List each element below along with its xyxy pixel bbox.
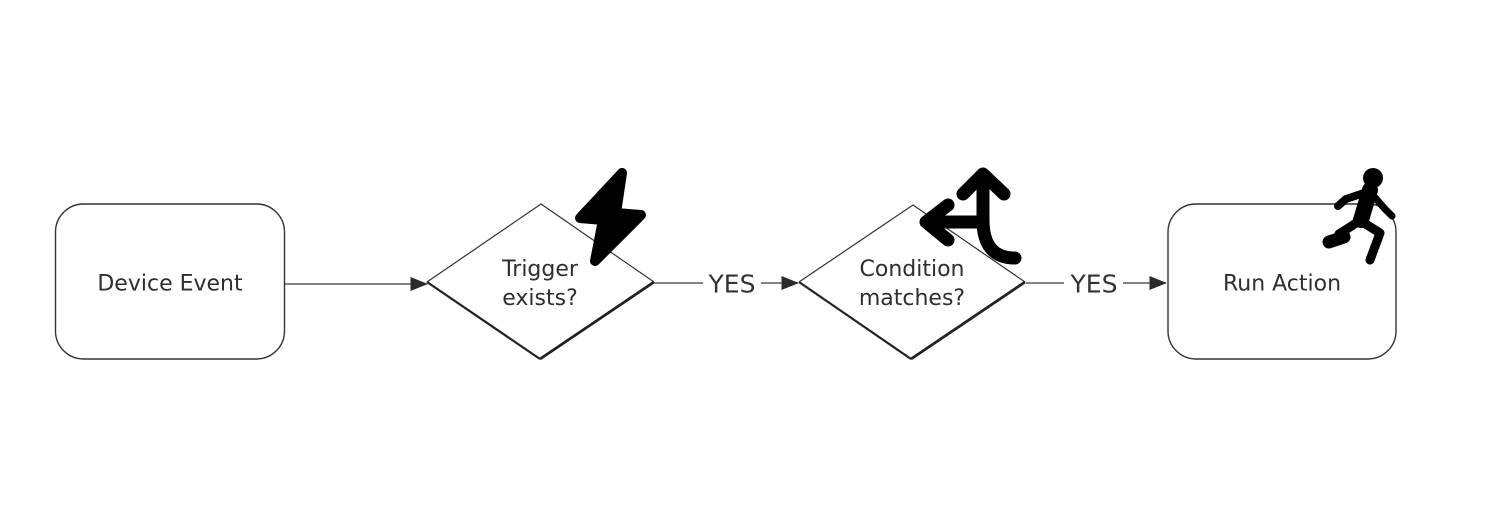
node-condition-matches-label: Condition matches? <box>858 257 966 311</box>
node-condition-matches-shape <box>798 204 1026 361</box>
edge-label-yes-1: YES <box>708 269 756 299</box>
edge-label-yes-2: YES <box>1070 269 1118 299</box>
node-trigger-exists-label: Trigger exists? <box>502 257 578 311</box>
node-run-action-label: Run Action <box>1222 271 1342 297</box>
node-device-event-shape <box>54 203 286 360</box>
split-directions-icon <box>919 167 1022 265</box>
node-device-event-label: Device Event <box>97 271 243 297</box>
node-trigger-exists-shape <box>426 203 655 361</box>
lightning-bolt-icon <box>575 168 646 266</box>
running-person-icon <box>1322 168 1396 265</box>
